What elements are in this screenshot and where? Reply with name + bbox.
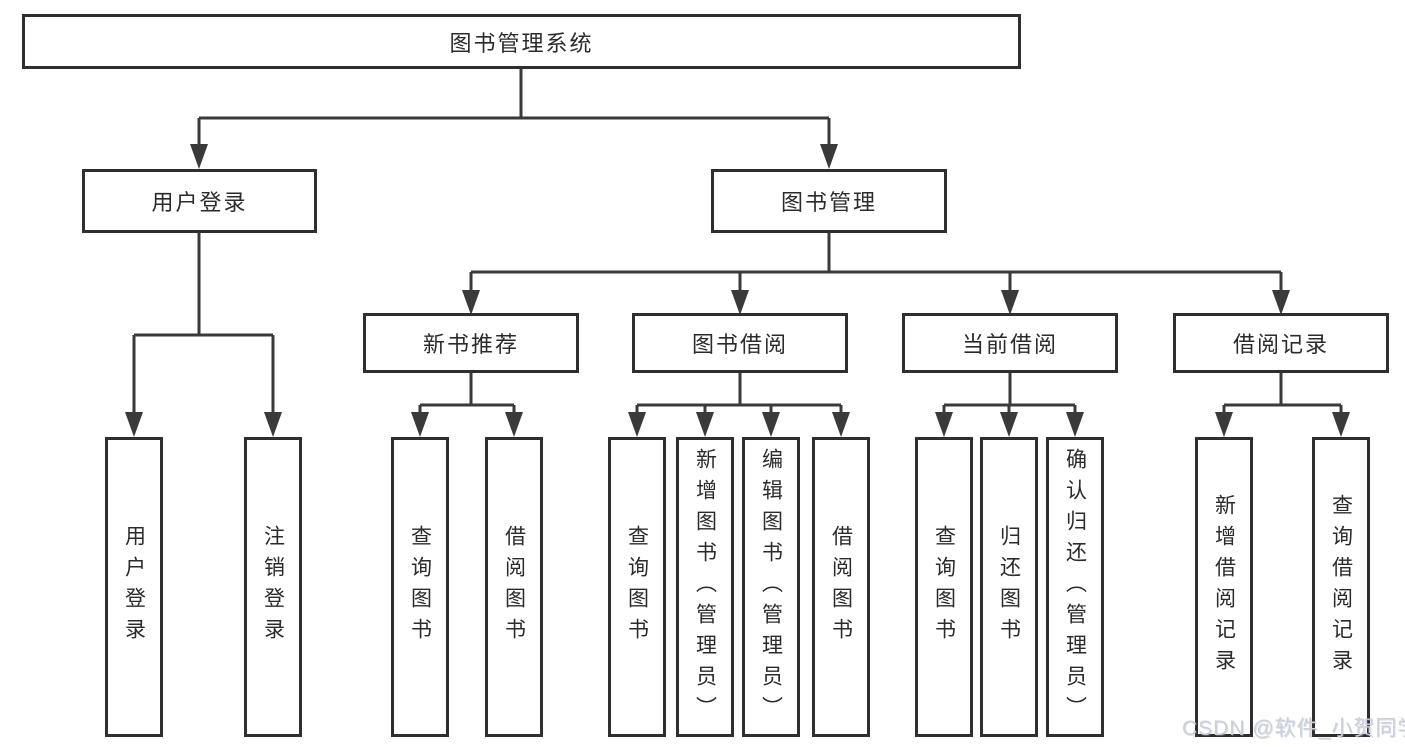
node-book-borrow: 图书借阅 — [632, 313, 848, 373]
node-current-borrow: 当前借阅 — [902, 313, 1118, 373]
leaf-query-borrow-record: 查询借阅记录 — [1312, 437, 1370, 737]
node-label: 图书管理系统 — [449, 30, 594, 56]
leaf-label: 注销登录 — [261, 525, 285, 649]
leaf-query-books: 查询图书 — [391, 437, 449, 737]
node-label: 新书推荐 — [422, 332, 519, 357]
leaf-label: 查询借阅记录 — [1329, 494, 1353, 680]
leaf-label: 查询图书 — [932, 525, 956, 649]
leaf-label: 查询图书 — [408, 525, 432, 649]
leaf-add-borrow-record: 新增借阅记录 — [1195, 437, 1253, 737]
node-user-login: 用户登录 — [82, 169, 317, 233]
leaf-label: 用户登录 — [122, 525, 146, 649]
leaf-label: 归还图书 — [997, 525, 1021, 649]
leaf-logout: 注销登录 — [244, 437, 302, 737]
leaf-edit-book-admin: 编辑图书（管理员） — [742, 437, 800, 737]
leaf-label: 查询图书 — [625, 525, 649, 649]
leaf-label: 新增借阅记录 — [1212, 494, 1236, 680]
leaf-borrow-books: 借阅图书 — [485, 437, 543, 737]
node-label: 当前借阅 — [961, 332, 1058, 357]
leaf-confirm-return-admin: 确认归还（管理员） — [1046, 437, 1104, 737]
leaf-label: 确认归还（管理员） — [1063, 447, 1087, 727]
node-new-book-recommend: 新书推荐 — [363, 313, 579, 373]
leaf-label: 新增图书（管理员） — [693, 447, 717, 727]
leaf-user-login: 用户登录 — [105, 437, 163, 737]
node-label: 图书管理 — [780, 190, 877, 215]
csdn-watermark: CSDN @软件_小贺同学 — [1182, 717, 1405, 740]
leaf-label: 借阅图书 — [502, 525, 526, 649]
leaf-return-books: 归还图书 — [980, 437, 1038, 737]
node-book-management: 图书管理 — [711, 169, 947, 233]
leaf-query-books: 查询图书 — [608, 437, 666, 737]
leaf-label: 借阅图书 — [829, 525, 853, 649]
node-label: 借阅记录 — [1232, 332, 1329, 357]
node-library-system: 图书管理系统 — [22, 14, 1021, 69]
node-label: 图书借阅 — [691, 332, 788, 357]
node-label: 用户登录 — [151, 190, 248, 215]
leaf-label: 编辑图书（管理员） — [759, 447, 783, 727]
leaf-borrow-books: 借阅图书 — [812, 437, 870, 737]
leaf-query-books: 查询图书 — [915, 437, 973, 737]
leaf-add-book-admin: 新增图书（管理员） — [676, 437, 734, 737]
node-borrow-records: 借阅记录 — [1173, 313, 1389, 373]
